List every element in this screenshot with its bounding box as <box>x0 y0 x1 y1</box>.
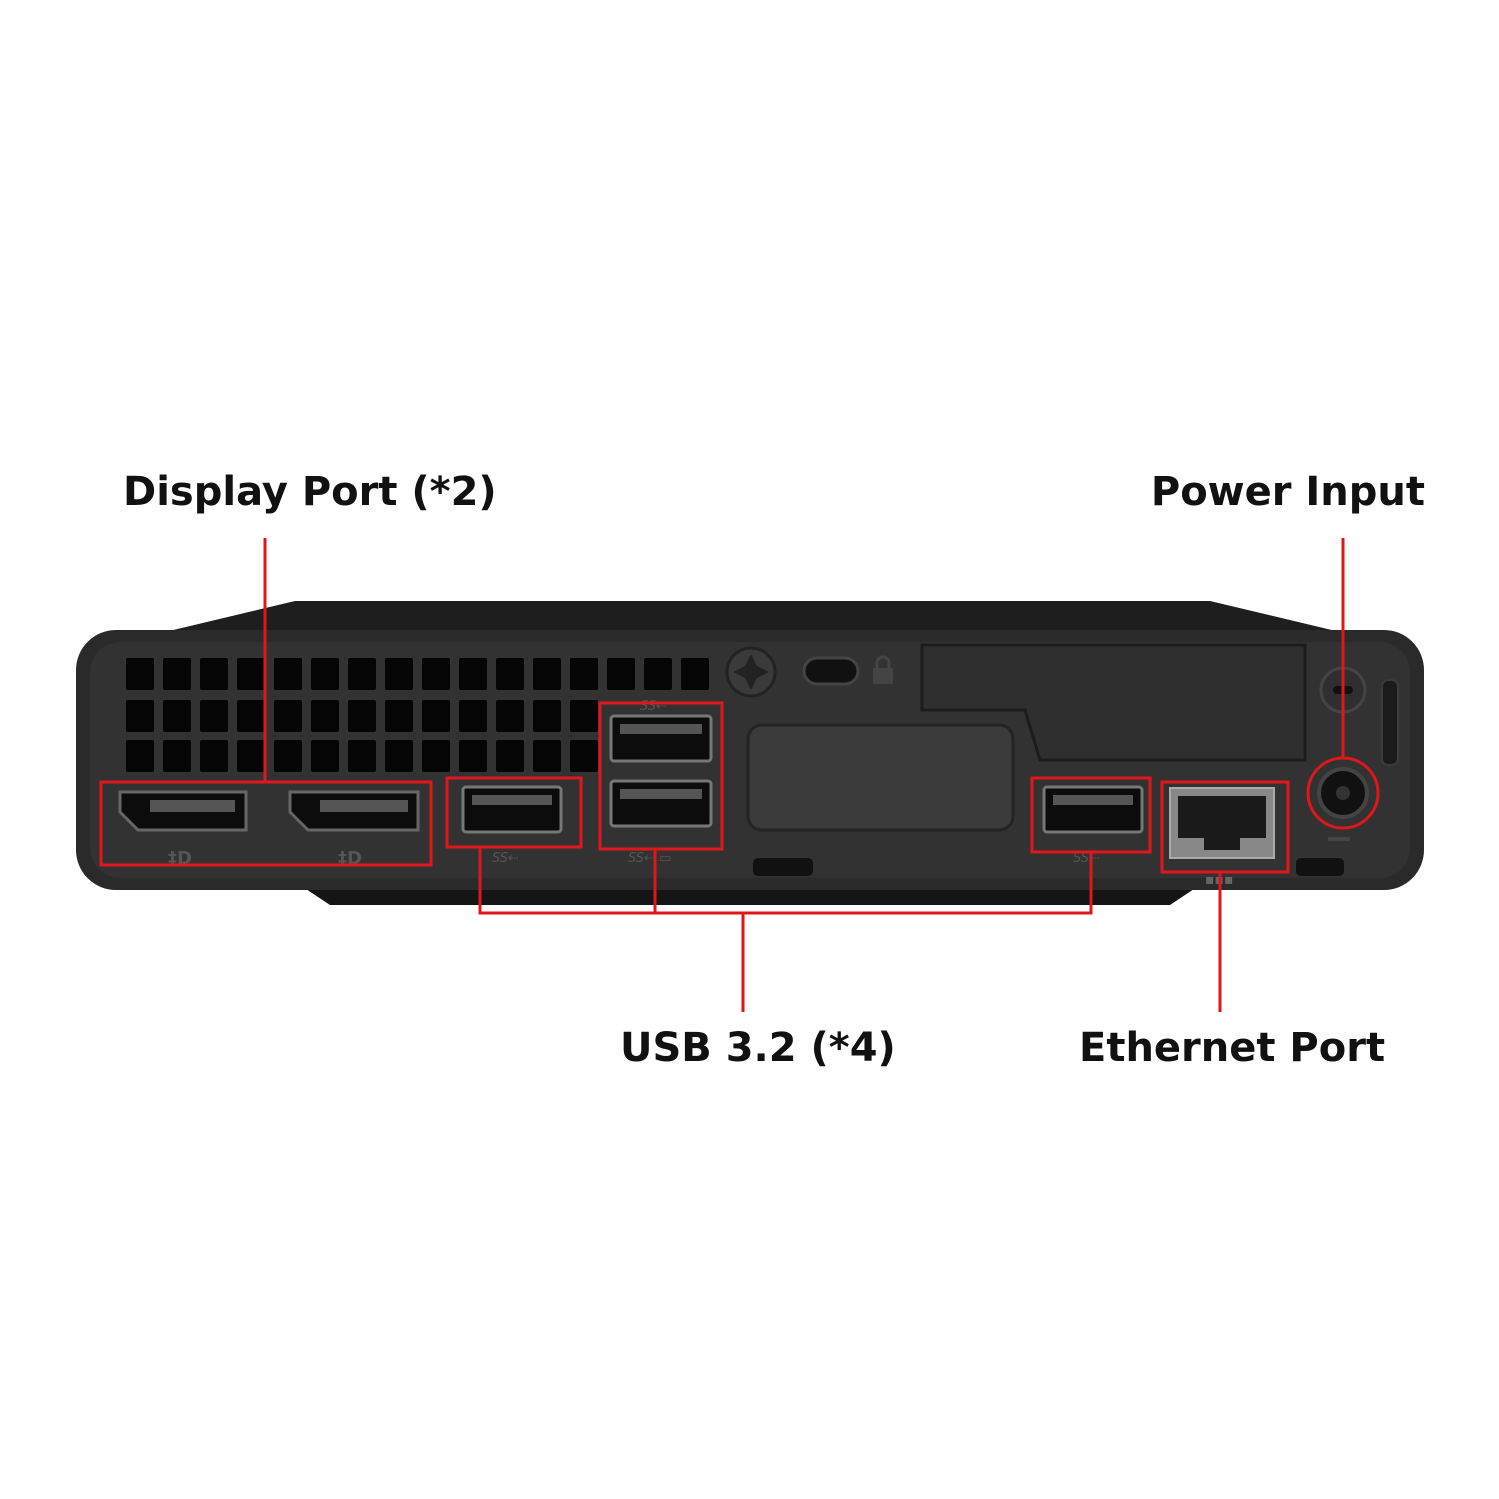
vent-slot <box>274 700 302 732</box>
usb-superspeed-icon: SS⇠ <box>492 851 519 866</box>
vent-slot <box>459 658 487 690</box>
vent-slot <box>311 740 339 772</box>
annotations <box>99 538 1380 1012</box>
cable-slot <box>1296 858 1344 876</box>
vent-slot <box>459 740 487 772</box>
vent-slot <box>237 700 265 732</box>
usb-port <box>1042 785 1144 834</box>
usb-port <box>609 714 713 763</box>
vent-slot <box>274 740 302 772</box>
vent-slot <box>126 740 154 772</box>
vent-slot <box>607 658 635 690</box>
vent-slot <box>644 658 672 690</box>
vent-slot <box>200 740 228 772</box>
vent-slot <box>681 658 709 690</box>
vent-slot <box>570 740 598 772</box>
side-latch <box>1381 679 1399 766</box>
vent-slot <box>385 658 413 690</box>
vent-slot <box>496 658 524 690</box>
vent-slot <box>385 700 413 732</box>
vent-slot <box>422 700 450 732</box>
vent-slot <box>533 740 561 772</box>
expansion-cover <box>920 643 1307 762</box>
vent-slot <box>570 658 598 690</box>
vent-slot <box>496 740 524 772</box>
vent-slot <box>163 740 191 772</box>
usb-port <box>609 779 713 828</box>
display-port-label: Display Port (*2) <box>123 469 497 515</box>
lock-slot <box>802 656 860 686</box>
usb-superspeed-icon: SS⇠ ▭ <box>628 851 671 866</box>
vent-slot <box>163 658 191 690</box>
cable-slot <box>753 858 813 876</box>
vent-slot <box>533 700 561 732</box>
vent-slot <box>311 700 339 732</box>
vent-slot <box>496 700 524 732</box>
vent-slot <box>348 658 376 690</box>
power-pin <box>1336 786 1350 800</box>
vent-slot <box>311 658 339 690</box>
vent-slot <box>385 740 413 772</box>
vent-grid <box>126 658 709 772</box>
vent-slot <box>570 700 598 732</box>
usb-bracket <box>478 847 1093 915</box>
vent-slot <box>459 700 487 732</box>
usb-label: USB 3.2 (*4) <box>620 1025 896 1071</box>
lock-icon <box>873 655 893 684</box>
vent-slot <box>126 658 154 690</box>
ethernet-port-label: Ethernet Port <box>1079 1025 1386 1071</box>
usb-highlight-1 <box>445 776 583 849</box>
usb-port <box>461 785 563 834</box>
usb-superspeed-icon: SS⇠ <box>640 699 667 714</box>
vent-slot <box>237 740 265 772</box>
usb-superspeed-icon: SS⇠ <box>1073 851 1100 866</box>
ethernet-highlight <box>1160 780 1290 874</box>
vent-slot <box>163 700 191 732</box>
io-blank-plate <box>746 723 1015 832</box>
vent-slot <box>422 740 450 772</box>
vent-slot <box>348 740 376 772</box>
vent-slot <box>422 658 450 690</box>
chassis-top <box>165 601 1340 632</box>
vent-slot <box>533 658 561 690</box>
thumbscrew-slot <box>733 654 769 690</box>
vent-slot <box>237 658 265 690</box>
vent-slot <box>126 700 154 732</box>
vent-slot <box>348 700 376 732</box>
power-input-label: Power Input <box>1150 469 1425 515</box>
vent-slot <box>200 700 228 732</box>
usb-highlight-2 <box>598 701 724 851</box>
power-dc-icon: ═══ <box>1327 832 1350 846</box>
vent-slot <box>200 658 228 690</box>
vent-slot <box>274 658 302 690</box>
